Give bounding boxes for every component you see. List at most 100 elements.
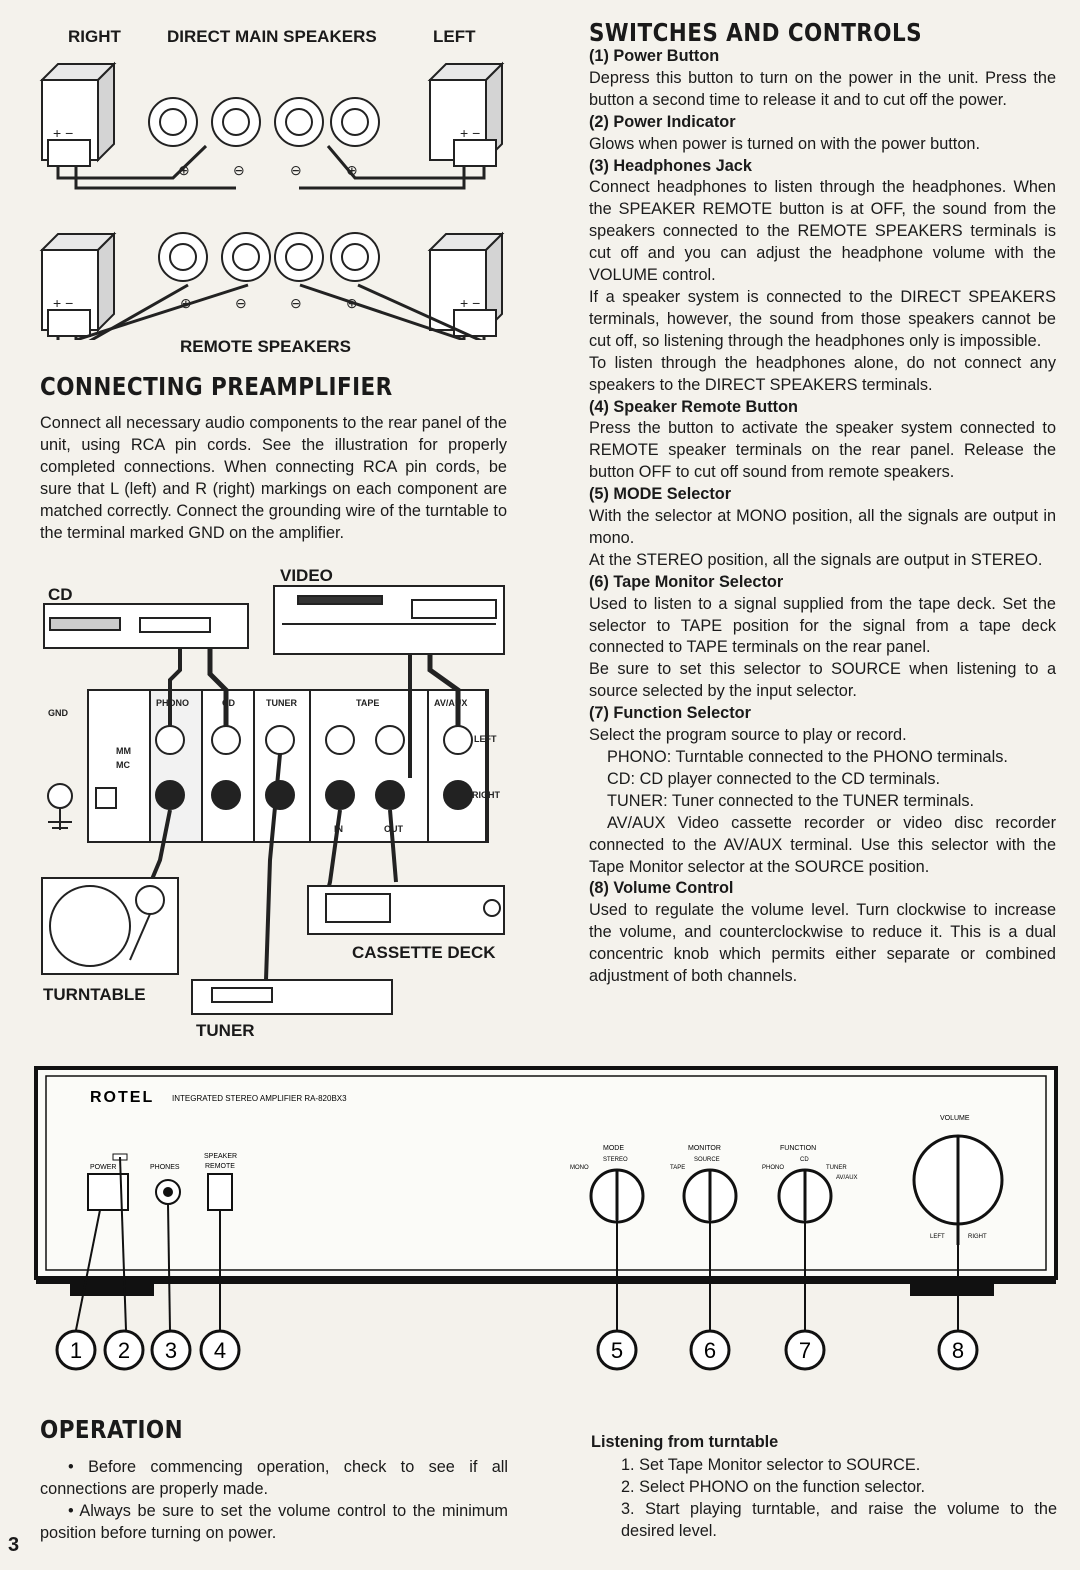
- callout-2: 2: [103, 1329, 145, 1371]
- svg-text:⊕: ⊕: [346, 162, 358, 178]
- item-text: If a speaker system is connected to the …: [589, 287, 1056, 350]
- item-heading: (2) Power Indicator: [589, 112, 736, 131]
- operation-bullet-text: Before commencing operation, check to se…: [40, 1458, 508, 1498]
- svg-text:⊖: ⊖: [290, 295, 302, 311]
- label-left: LEFT: [433, 27, 476, 46]
- svg-text:4: 4: [214, 1338, 226, 1363]
- switch-item-mode-selector: (5) MODE Selector With the selector at M…: [589, 484, 1056, 572]
- item-heading: (1) Power Button: [589, 47, 720, 65]
- svg-text:⊕: ⊕: [346, 295, 358, 311]
- label-tuner: TUNER: [196, 1021, 255, 1040]
- svg-text:⊕: ⊕: [180, 295, 192, 311]
- monitor-tape-label: TAPE: [670, 1165, 685, 1171]
- component-wiring-drawing: GND PHONO CD TUNER TAPE AV/AUX LEFT RIGH…: [41, 585, 505, 1015]
- model-text: INTEGRATED STEREO AMPLIFIER RA-820BX3: [172, 1094, 347, 1103]
- front-panel-drawing: ROTEL INTEGRATED STEREO AMPLIFIER RA-820…: [34, 1066, 1058, 1371]
- speaker-diagram: RIGHT DIRECT MAIN SPEAKERS LEFT REMOTE S…: [28, 20, 518, 365]
- label-right: RIGHT: [68, 27, 121, 46]
- volume-label: VOLUME: [940, 1115, 970, 1122]
- item-text: Press the button to activate the speaker…: [589, 419, 1056, 482]
- item-text: Select the program source to play or rec…: [589, 726, 907, 745]
- panel-out: OUT: [384, 824, 404, 834]
- speaker-wiring-drawing: + −+ − + −+ − ⊕⊖ ⊖⊕ ⊕⊖ ⊖⊕: [39, 61, 505, 340]
- label-direct-main-speakers: DIRECT MAIN SPEAKERS: [167, 27, 377, 46]
- listening-step: 1. Set Tape Monitor selector to SOURCE.: [621, 1455, 921, 1474]
- callout-7: 7: [784, 1329, 826, 1371]
- bullet-icon: •: [68, 1502, 80, 1520]
- item-text: Depress this button to turn on the power…: [589, 68, 1056, 109]
- callout-3: 3: [150, 1329, 192, 1371]
- volume-right-label: RIGHT: [968, 1234, 987, 1240]
- svg-text:8: 8: [952, 1338, 964, 1363]
- switch-item-speaker-remote: (4) Speaker Remote Button Press the butt…: [589, 397, 1056, 485]
- remote-label: REMOTE: [205, 1163, 235, 1170]
- item-text: Be sure to set this selector to SOURCE w…: [589, 660, 1056, 701]
- panel-tape: TAPE: [356, 698, 379, 708]
- svg-text:6: 6: [704, 1338, 716, 1363]
- item-text: Connect headphones to listen through the…: [589, 178, 1056, 285]
- item-text: At the STEREO position, all the signals …: [589, 550, 1043, 569]
- brand-logo: ROTEL: [90, 1089, 154, 1106]
- panel-left: LEFT: [474, 734, 497, 744]
- operation-bullet-text: Always be sure to set the volume control…: [40, 1502, 508, 1542]
- function-list-item: TUNER: Tuner connected to the TUNER term…: [607, 791, 975, 810]
- function-list-item: CD: CD player connected to the CD termin…: [607, 769, 940, 788]
- phones-label: PHONES: [150, 1164, 180, 1171]
- label-cassette-deck: CASSETTE DECK: [352, 943, 496, 962]
- page-number: 3: [8, 1534, 20, 1556]
- function-cd-label: CD: [800, 1157, 809, 1163]
- switches-list: (1) Power Button Depress this button to …: [589, 46, 1056, 988]
- svg-text:2: 2: [118, 1338, 130, 1363]
- switches-title: SWITCHES AND CONTROLS: [589, 18, 923, 47]
- item-text: Glows when power is turned on with the p…: [589, 134, 980, 153]
- function-phono-label: PHONO: [762, 1165, 784, 1171]
- item-heading: (8) Volume Control: [589, 879, 734, 898]
- power-label: POWER: [90, 1164, 116, 1171]
- panel-mm: MM: [116, 746, 131, 756]
- panel-gnd: GND: [48, 708, 69, 718]
- panel-in: IN: [334, 824, 343, 834]
- mode-stereo-label: STEREO: [603, 1157, 628, 1163]
- listening-section: Listening from turntable 1. Set Tape Mon…: [591, 1432, 1057, 1543]
- label-video: VIDEO: [280, 566, 333, 585]
- item-heading: (7) Function Selector: [589, 704, 751, 723]
- panel-avaux: AV/AUX: [434, 698, 467, 708]
- listening-heading: Listening from turntable: [591, 1433, 779, 1451]
- panel-tuner: TUNER: [266, 698, 297, 708]
- speaker-remote-button[interactable]: [207, 1173, 233, 1211]
- callout-5: 5: [596, 1329, 638, 1371]
- panel-right: RIGHT: [472, 790, 501, 800]
- panel-cd: CD: [222, 698, 235, 708]
- function-tuner-label: TUNER: [826, 1165, 847, 1171]
- function-avaux-label: AV/AUX: [836, 1175, 858, 1181]
- svg-text:⊖: ⊖: [290, 162, 302, 178]
- svg-text:1: 1: [70, 1338, 82, 1363]
- switch-item-power-indicator: (2) Power Indicator Glows when power is …: [589, 112, 1056, 156]
- item-text: With the selector at MONO position, all …: [589, 507, 1056, 547]
- connection-diagram: CD VIDEO CASSETTE DECK TURNTABLE TUNER: [30, 560, 520, 1045]
- item-text: Used to listen to a signal supplied from…: [589, 594, 1056, 657]
- svg-text:7: 7: [799, 1338, 811, 1363]
- svg-text:⊕: ⊕: [178, 162, 190, 178]
- mode-label: MODE: [603, 1145, 624, 1152]
- function-label: FUNCTION: [780, 1145, 816, 1152]
- connecting-body: Connect all necessary audio components t…: [40, 414, 507, 542]
- operation-bullets: • Before commencing operation, check to …: [40, 1456, 508, 1544]
- panel-mc: MC: [116, 760, 130, 770]
- item-heading: (3) Headphones Jack: [589, 156, 752, 175]
- panel-phono: PHONO: [156, 698, 189, 708]
- svg-text:+ −: + −: [53, 125, 73, 141]
- mode-mono-label: MONO: [570, 1165, 589, 1171]
- bullet-icon: •: [68, 1458, 89, 1476]
- item-text: Used to regulate the volume level. Turn …: [589, 901, 1056, 986]
- callout-1: 1: [55, 1329, 97, 1371]
- switch-item-volume-control: (8) Volume Control Used to regulate the …: [589, 878, 1056, 988]
- svg-text:+ −: + −: [53, 295, 73, 311]
- svg-text:5: 5: [611, 1338, 623, 1363]
- speaker-label: SPEAKER: [204, 1153, 237, 1160]
- item-heading: (6) Tape Monitor Selector: [589, 572, 784, 591]
- monitor-label: MONITOR: [688, 1145, 721, 1152]
- svg-text:+ −: + −: [460, 125, 480, 141]
- switch-item-function-selector: (7) Function Selector Select the program…: [589, 703, 1056, 878]
- switch-item-tape-monitor: (6) Tape Monitor Selector Used to listen…: [589, 572, 1056, 703]
